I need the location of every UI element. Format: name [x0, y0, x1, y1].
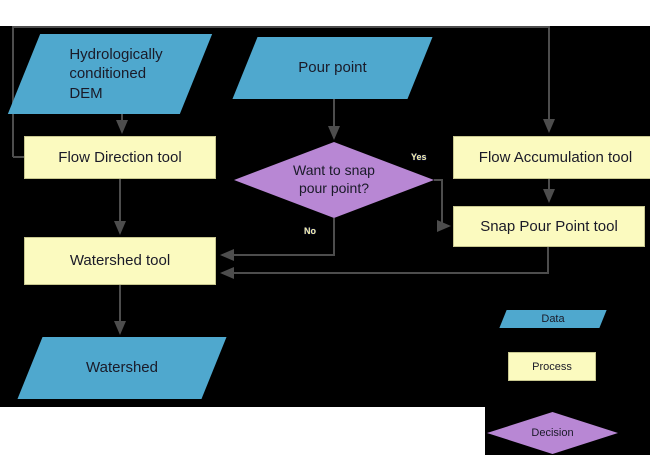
- legend-label: Decision: [531, 427, 574, 439]
- node-pour-point[interactable]: Pour point: [232, 37, 433, 99]
- edge-label-no: No: [304, 226, 316, 236]
- node-label: Pour point: [298, 59, 367, 77]
- legend-item-process: Process: [508, 352, 596, 381]
- edge-decision-no-to-watershed-tool: [220, 218, 335, 261]
- legend-item-data: Data: [499, 310, 607, 328]
- node-label: Flow Direction tool: [58, 148, 182, 166]
- node-watershed-tool[interactable]: Watershed tool: [24, 237, 216, 285]
- edge-label-yes: Yes: [411, 152, 427, 162]
- edge-snap-pour-point-to-watershed-tool: [220, 247, 549, 279]
- node-label: Want to snap pour point?: [293, 162, 375, 196]
- node-snap-pour-point-tool[interactable]: Snap Pour Point tool: [453, 206, 645, 247]
- node-label: Hydrologically conditioned DEM: [69, 46, 163, 102]
- edge-decision-yes-to-snap-pour-point: [434, 179, 451, 232]
- node-flow-direction-tool[interactable]: Flow Direction tool: [24, 136, 216, 179]
- node-label: Flow Accumulation tool: [478, 148, 633, 166]
- node-hydrologically-conditioned-dem[interactable]: Hydrologically conditioned DEM: [7, 34, 213, 114]
- legend-label: Process: [532, 360, 572, 373]
- node-label: Watershed: [86, 359, 158, 377]
- legend-item-decision: Decision: [487, 412, 618, 454]
- edge-dem-to-flow-accumulation: [12, 26, 555, 157]
- node-flow-accumulation-tool[interactable]: Flow Accumulation tool: [453, 136, 650, 179]
- node-want-to-snap-pour-point[interactable]: Want to snap pour point?: [234, 142, 434, 218]
- legend-label: Data: [541, 313, 565, 325]
- node-label: Watershed tool: [69, 252, 171, 270]
- node-watershed[interactable]: Watershed: [17, 337, 227, 399]
- node-label: Snap Pour Point tool: [480, 217, 618, 235]
